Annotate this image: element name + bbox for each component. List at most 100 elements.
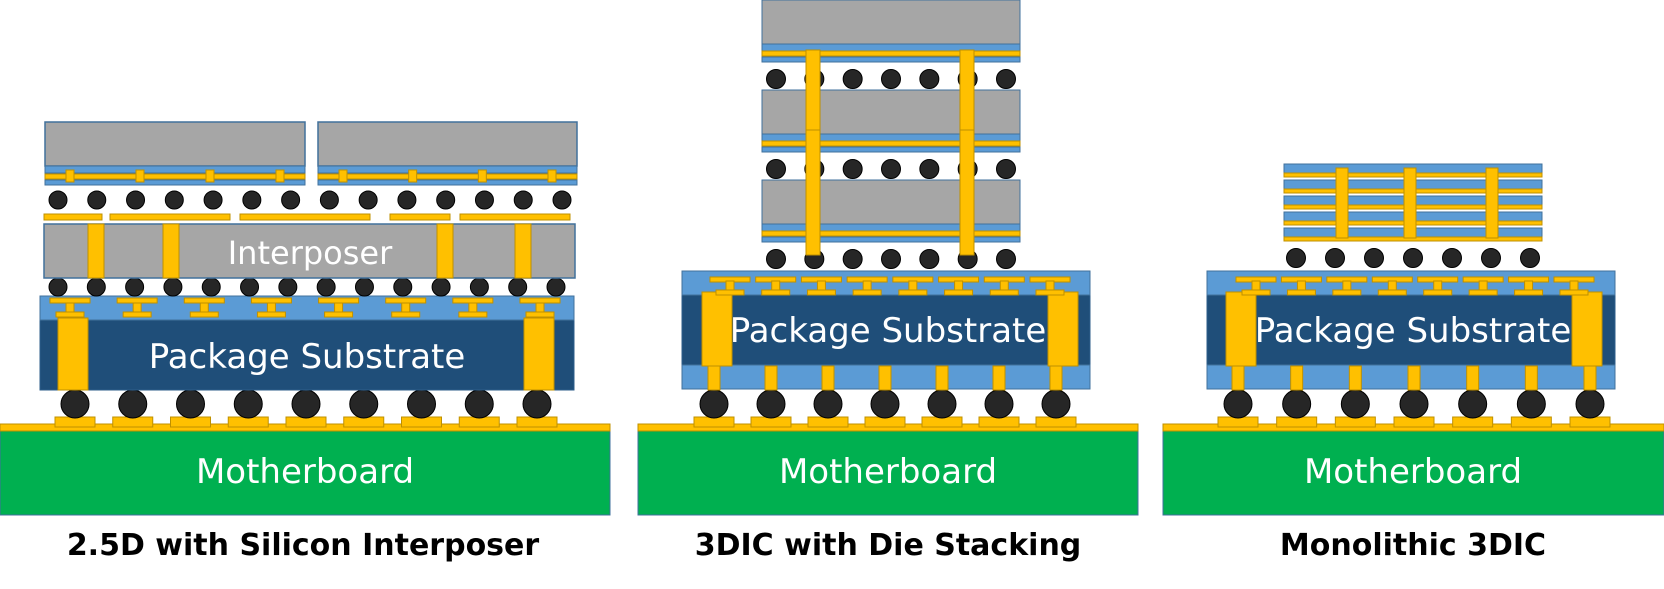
interposer-top-trace — [389, 213, 451, 221]
substrate-via-small — [1290, 365, 1304, 391]
substrate-traces — [707, 276, 1071, 391]
solder-ball — [176, 389, 205, 419]
solder-ball — [1340, 389, 1370, 419]
solder-ball — [766, 159, 786, 179]
die-metal-trace — [761, 230, 1021, 237]
solder-ball — [354, 277, 374, 297]
die-metal — [761, 223, 1021, 232]
motherboard-label: Motherboard — [1304, 452, 1522, 492]
panel-3dic-stacking: Motherboard Package Substrate 3DIC with … — [637, 0, 1139, 563]
solder-ball — [240, 277, 260, 297]
substrate-rdl — [681, 270, 1091, 296]
solder-ball — [1041, 389, 1071, 419]
solder-ball — [1520, 248, 1540, 268]
substrate-via — [57, 317, 89, 391]
monolithic-via — [1485, 167, 1499, 239]
caption-2-5d: 2.5D with Silicon Interposer — [67, 528, 540, 563]
substrate-via-small — [992, 365, 1006, 391]
substrate-trace — [525, 311, 555, 318]
solder-ball — [48, 190, 68, 210]
interposer — [43, 223, 576, 279]
die-metal-via — [408, 169, 418, 183]
solder-ball — [546, 277, 566, 297]
substrate-trace — [852, 289, 882, 296]
substrate-via-small — [935, 365, 949, 391]
board-pads — [1217, 416, 1611, 428]
micro-bumps — [48, 190, 572, 210]
substrate-traces — [49, 297, 561, 318]
solder-ball — [164, 190, 184, 210]
die-metal — [44, 179, 306, 186]
substrate-via-small — [764, 365, 778, 391]
solder-ball — [349, 389, 379, 419]
solder-ball — [60, 389, 90, 419]
stacked-die — [761, 89, 1021, 135]
interposer-top-trace — [43, 213, 103, 221]
substrate-trace — [1286, 289, 1316, 296]
die-metal-trace — [44, 173, 306, 180]
die-metal-via — [65, 169, 75, 183]
solder-ball — [291, 389, 321, 419]
substrate-via-small — [1407, 365, 1421, 391]
solder-ball — [522, 389, 552, 419]
substrate-trace — [189, 311, 219, 318]
substrate-trace — [761, 289, 791, 296]
substrate-trace — [989, 289, 1019, 296]
substrate-trace — [122, 311, 152, 318]
solder-ball — [1442, 248, 1462, 268]
tsv-vias — [87, 223, 532, 279]
panel-2-5d: Motherboard Package Substrate Interposer… — [0, 121, 611, 563]
solder-ball — [1325, 248, 1345, 268]
motherboard-label: Motherboard — [779, 452, 997, 492]
solder-ball — [48, 277, 68, 297]
solder-ball — [278, 277, 298, 297]
tsv-via — [805, 49, 821, 135]
substrate-trace — [1241, 289, 1271, 296]
interposer-top-trace — [109, 213, 231, 221]
substrate-via — [1225, 291, 1257, 367]
die-metal — [761, 43, 1021, 52]
solder-ball — [842, 249, 863, 269]
solder-ball — [1516, 389, 1546, 419]
substrate-trace — [715, 289, 745, 296]
die-right — [317, 121, 578, 167]
solder-ball — [766, 249, 786, 269]
substrate-trace — [250, 297, 292, 304]
solder-ball — [842, 159, 863, 179]
motherboard-monolithic — [1162, 429, 1664, 516]
substrate-trace — [458, 311, 488, 318]
die-metal — [761, 236, 1021, 243]
solder-ball — [996, 69, 1016, 89]
solder-ball — [756, 389, 786, 419]
substrate-trace — [1423, 289, 1453, 296]
tsv-via — [162, 223, 180, 279]
monolithic-via — [1335, 167, 1349, 239]
substrate-label: Package Substrate — [1255, 311, 1572, 351]
die-metal — [761, 133, 1021, 142]
die-metal-via — [547, 169, 557, 183]
solder-ball — [431, 277, 451, 297]
die-metal — [44, 165, 306, 174]
interposer-label: Interposer — [228, 234, 393, 272]
solder-ball — [242, 190, 262, 210]
stacked-die — [761, 0, 1021, 45]
substrate-via-small — [1524, 365, 1538, 391]
solder-ball — [316, 277, 336, 297]
tsv-via — [959, 49, 975, 135]
die-metal-via — [338, 169, 348, 183]
solder-ball — [436, 190, 456, 210]
substrate-trace — [391, 311, 421, 318]
solder-ball — [233, 389, 263, 419]
solder-ball — [464, 389, 494, 419]
solder-ball — [1223, 389, 1253, 419]
solder-ball — [1403, 248, 1423, 268]
substrate-trace — [1559, 289, 1589, 296]
substrate-label: Package Substrate — [730, 311, 1047, 351]
solder-ball — [319, 190, 339, 210]
interposer-bumps — [48, 277, 566, 297]
solder-ball — [699, 389, 729, 419]
die-metal-via — [135, 169, 145, 183]
substrate-trace — [256, 311, 286, 318]
solder-ball — [919, 159, 940, 179]
substrate-trace — [183, 297, 225, 304]
